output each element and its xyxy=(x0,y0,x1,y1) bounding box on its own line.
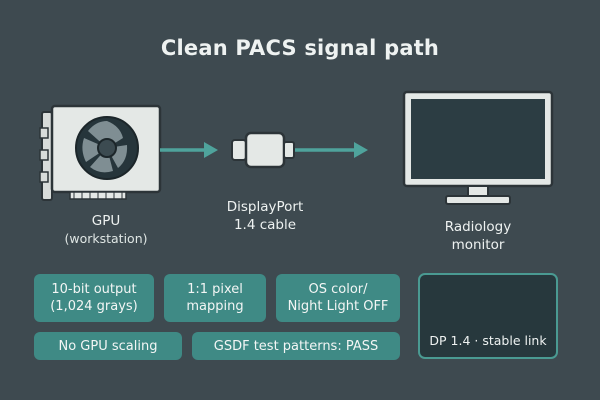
monitor-icon xyxy=(402,90,554,205)
arrow-icon xyxy=(354,142,368,158)
feature-line: 10-bit output xyxy=(51,282,137,297)
feature-line: No GPU scaling xyxy=(58,338,158,354)
feature-os-color-off: OS color/ Night Light OFF xyxy=(276,274,400,322)
feature-gsdf-pass: GSDF test patterns: PASS xyxy=(192,332,400,360)
gpu-card-icon xyxy=(39,104,162,201)
gpu-label: GPU xyxy=(91,213,121,229)
monitor-caption: Radiology monitor xyxy=(418,218,538,254)
feature-line: OS color/ xyxy=(308,282,368,297)
feature-line: (1,024 grays) xyxy=(50,299,138,314)
feature-line: Night Light OFF xyxy=(287,299,389,314)
feature-line: 1:1 pixel xyxy=(187,282,243,297)
dp-link-label: DP 1.4 · stable link xyxy=(429,333,547,348)
monitor-label-line2: monitor xyxy=(451,237,505,253)
gpu-caption: GPU (workstation) xyxy=(50,212,162,248)
feature-10bit-output: 10-bit output (1,024 grays) xyxy=(34,274,154,322)
monitor-label-line1: Radiology xyxy=(444,219,512,235)
diagram-title: Clean PACS signal path xyxy=(160,36,440,60)
cable-caption: DisplayPort 1.4 cable xyxy=(208,198,322,234)
feature-pixel-mapping: 1:1 pixel mapping xyxy=(164,274,266,322)
cable-label-line2: 1.4 cable xyxy=(233,217,297,233)
gpu-sublabel: (workstation) xyxy=(64,231,148,246)
displayport-connector-icon xyxy=(231,131,295,169)
dp-link-badge: DP 1.4 · stable link xyxy=(418,273,558,359)
feature-line: mapping xyxy=(186,299,244,314)
feature-line: GSDF test patterns: PASS xyxy=(213,338,379,354)
cable-label-line1: DisplayPort xyxy=(226,199,304,215)
feature-no-gpu-scaling: No GPU scaling xyxy=(34,332,182,360)
arrow-icon xyxy=(204,142,218,158)
